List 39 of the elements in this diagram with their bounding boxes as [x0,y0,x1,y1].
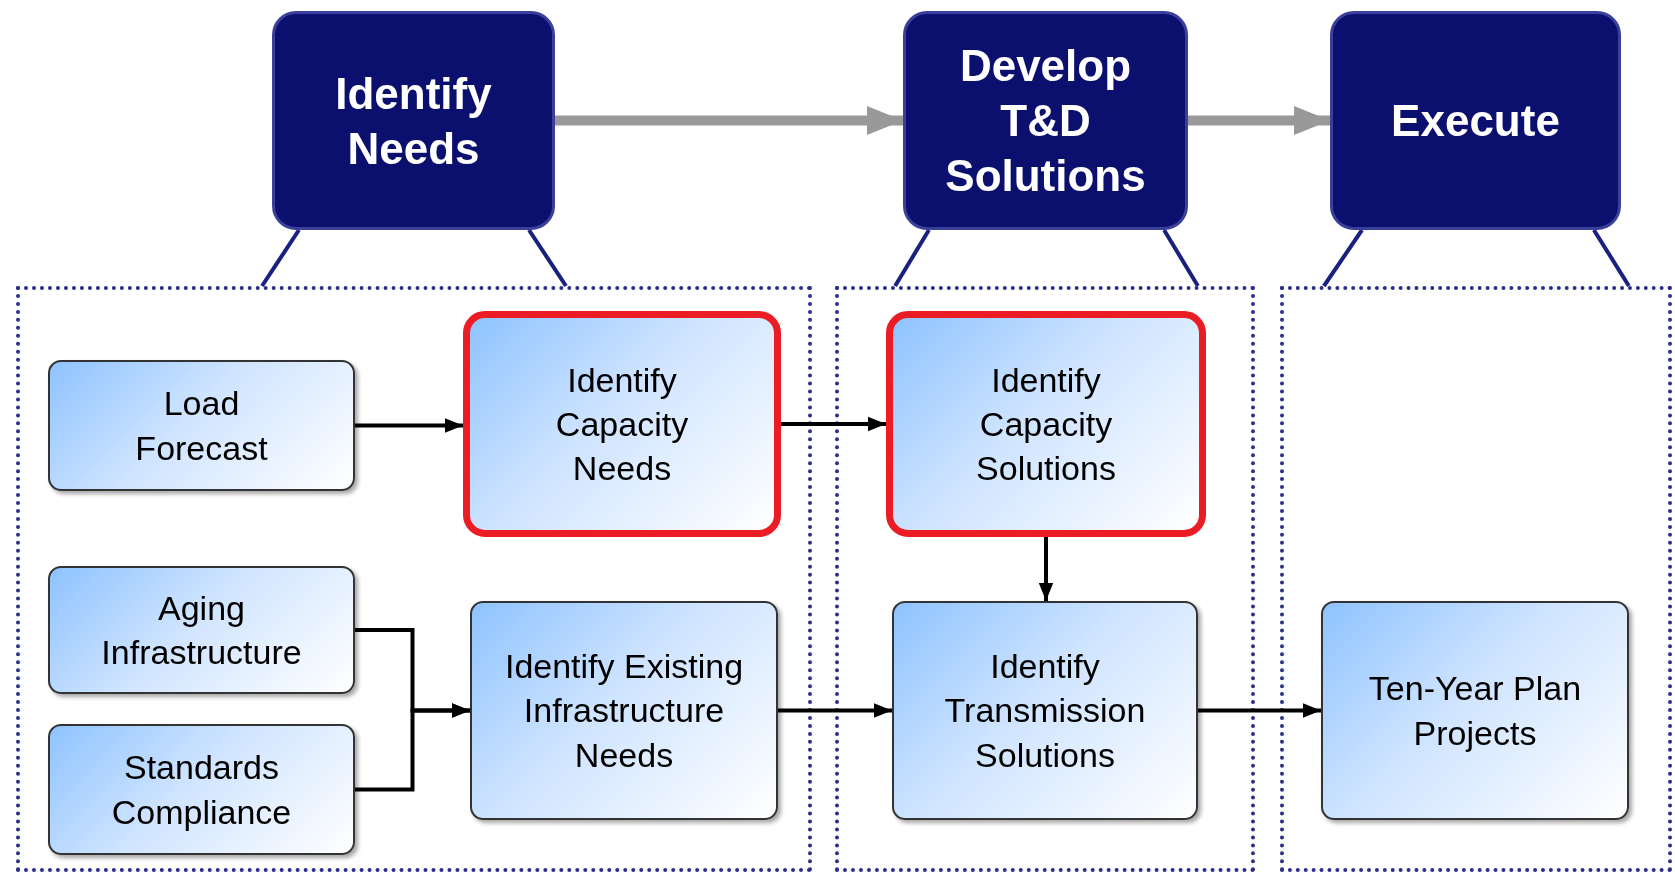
arrow [355,703,470,792]
arrow [1188,106,1330,135]
connector-line [260,228,301,288]
process-box [48,360,355,491]
arrow [1198,703,1321,718]
arrow [555,106,903,135]
box-label: Identify Capacity Solutions [975,359,1117,490]
phase-box [903,11,1188,230]
dotted-panel [16,286,812,872]
process-box [48,566,355,694]
box-label: Identify Transmission Solutions [943,646,1147,776]
arrow [1038,537,1054,601]
connector-line [1162,228,1200,288]
process-box [48,724,355,855]
box-label: Identify Capacity Needs [554,359,690,490]
phase-box [272,11,555,230]
process-box [470,601,778,820]
connector-line [893,228,931,288]
arrow [781,416,886,432]
box-label: Execute [1391,95,1560,147]
highlighted-process-box [463,311,781,537]
box-label: Develop T&D Solutions [944,40,1147,202]
connector-line [1322,228,1364,288]
connector-line [1592,228,1631,288]
highlighted-process-box [886,311,1206,537]
arrow [778,703,892,718]
process-box [892,601,1198,820]
connector-line [527,228,568,288]
box-label: Aging Infrastructure [100,587,303,673]
dotted-panel [1280,286,1672,872]
arrow [355,418,463,433]
box-label: Standards Compliance [110,747,293,833]
box-label: Identify Existing Infrastructure Needs [503,646,745,776]
process-box [1321,601,1629,820]
box-label: Ten-Year Plan Projects [1367,668,1583,754]
box-label: Identify Needs [334,67,493,175]
dotted-panel [835,286,1255,872]
phase-box [1330,11,1621,230]
box-label: Load Forecast [134,383,269,469]
